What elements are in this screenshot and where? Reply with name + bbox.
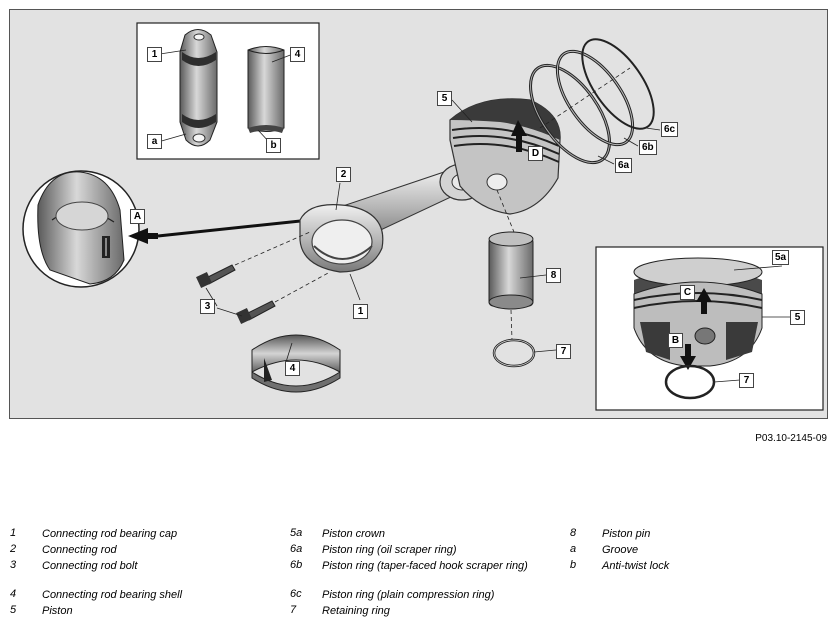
callout-ring-6c: 6c xyxy=(661,122,679,137)
piston-pin xyxy=(488,231,547,341)
legend-key: 3 xyxy=(10,559,17,571)
legend-text: Connecting rod bearing shell xyxy=(42,589,183,601)
callout-ring-7: 7 xyxy=(556,344,571,359)
inset-bearing-shell xyxy=(247,46,285,133)
piston xyxy=(449,98,561,243)
callout-ring-6a: 6a xyxy=(615,158,633,173)
callout-inset-ring-7: 7 xyxy=(739,373,754,388)
legend-text: Connecting rod bearing cap xyxy=(42,528,178,540)
legend-key: 6a xyxy=(290,543,303,555)
callout-cap-1: 1 xyxy=(353,304,368,319)
callout-inset-cap-1: 1 xyxy=(147,47,162,62)
legend-key: 7 xyxy=(290,604,297,616)
legend-text: Piston ring (plain compression ring) xyxy=(322,589,495,601)
legend-text: Piston pin xyxy=(602,528,651,540)
callout-inset-arrow-b: B xyxy=(668,333,683,348)
callout-ring-6b: 6b xyxy=(639,140,657,155)
legend-text: Connecting rod xyxy=(42,544,117,556)
callout-inset-lock-b: b xyxy=(266,138,281,153)
callout-rod-2: 2 xyxy=(336,167,351,182)
callout-inset-arrow-c: C xyxy=(680,285,695,300)
legend-text: Connecting rod bolt xyxy=(42,560,138,572)
legend-text: Piston crown xyxy=(322,528,385,540)
legend-key: 6b xyxy=(290,559,303,571)
connecting-rod-bolts xyxy=(196,231,331,324)
connecting-rod xyxy=(299,163,485,301)
callout-piston-5: 5 xyxy=(437,91,452,106)
callout-bolt-3: 3 xyxy=(200,299,215,314)
figure-reference: P03.10-2145-09 xyxy=(755,433,827,444)
legend-key: 2 xyxy=(10,543,17,555)
legend-text: Retaining ring xyxy=(322,605,390,617)
inset-piston-detail xyxy=(595,246,824,411)
callout-shell-4: 4 xyxy=(285,361,300,376)
callout-inset-shell-4: 4 xyxy=(290,47,305,62)
callout-pin-8: 8 xyxy=(546,268,561,283)
legend-key: 8 xyxy=(570,527,577,539)
legend-text: Piston ring (oil scraper ring) xyxy=(322,544,457,556)
callout-detail-a: A xyxy=(130,209,145,224)
inset-bearing-cap xyxy=(179,29,218,147)
callout-inset-crown-5a: 5a xyxy=(772,250,790,265)
legend-text: Groove xyxy=(602,544,639,556)
piston-rings xyxy=(529,38,661,165)
legend-text: Anti-twist lock xyxy=(602,560,670,572)
legend-key: 6c xyxy=(290,588,302,600)
legend-key: 5 xyxy=(10,604,17,616)
callout-inset-groove-a: a xyxy=(147,134,162,149)
callout-arrow-d: D xyxy=(528,146,543,161)
legend-key: 4 xyxy=(10,588,17,600)
inset-cap-shell-frame xyxy=(136,22,320,160)
detail-circle-a xyxy=(22,170,311,288)
legend-key: a xyxy=(570,543,577,555)
diagram-drawing xyxy=(22,22,824,411)
legend-key: 1 xyxy=(10,527,17,539)
lower-bearing-shell xyxy=(251,334,341,393)
legend-text: Piston ring (taper-faced hook scraper ri… xyxy=(322,560,528,572)
legend-key: b xyxy=(570,559,577,571)
legend-text: Piston xyxy=(42,605,73,617)
exploded-diagram: 1 4 a b A 2 3 1 4 5 D 6c 6b 6a 8 7 5a C … xyxy=(9,9,828,419)
inset-cap-shell xyxy=(136,22,320,160)
legend-key: 5a xyxy=(290,527,303,539)
retaining-ring xyxy=(492,338,557,368)
callout-inset-piston-5: 5 xyxy=(790,310,805,325)
